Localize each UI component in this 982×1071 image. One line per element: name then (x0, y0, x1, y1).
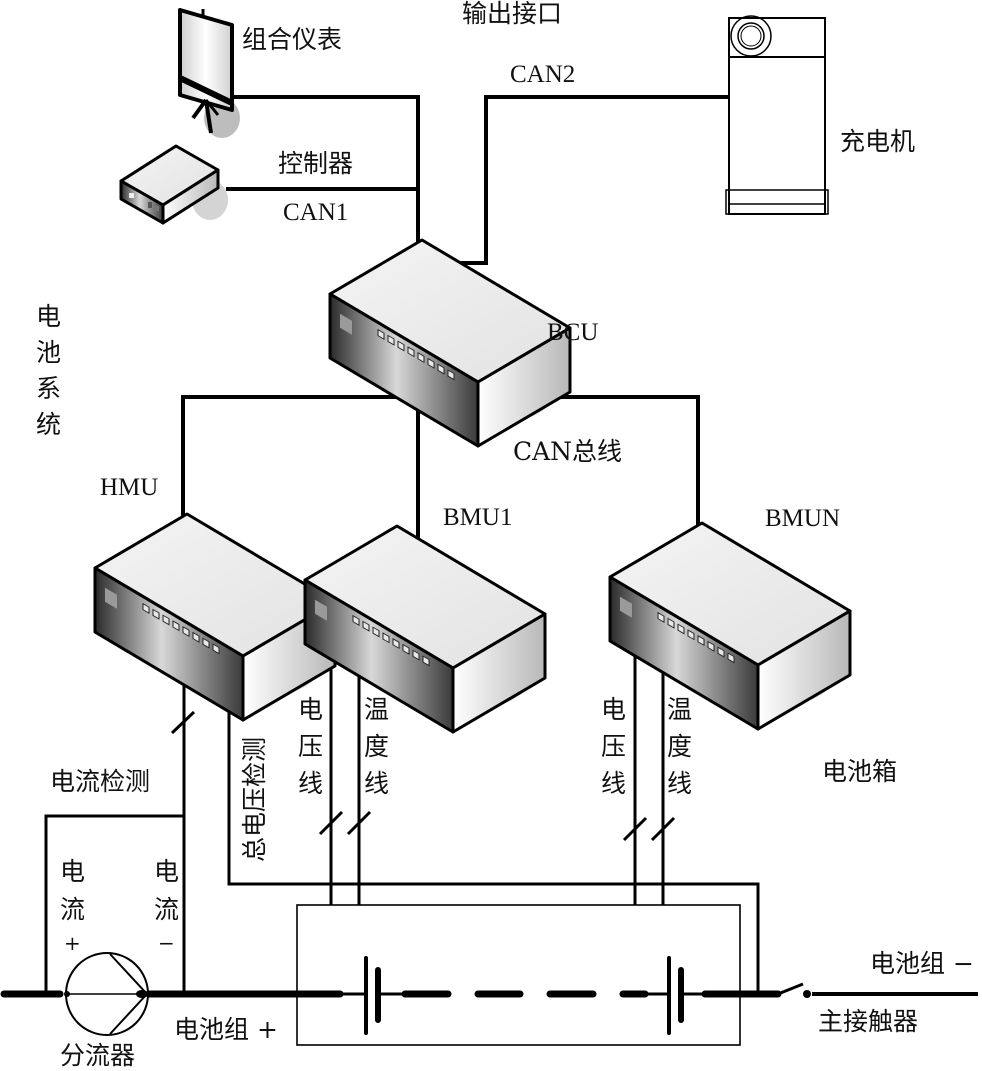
bus-slash-current (170, 710, 196, 735)
label-combo-meter: 组合仪表 (242, 25, 342, 54)
wires (0, 95, 978, 1046)
label-voltage-line-n: 电 压 线 (601, 695, 626, 798)
battery-cell-icon (364, 956, 381, 1035)
label-bmu1: BMU1 (443, 504, 512, 531)
svg-text:电: 电 (60, 857, 85, 886)
svg-text:电: 电 (36, 302, 61, 331)
battery-box-outline (296, 904, 741, 1046)
bmu1-module-icon (303, 524, 547, 734)
label-can1: CAN1 (283, 199, 348, 226)
shunt-icon (64, 952, 149, 1036)
label-charger: 充电机 (840, 127, 915, 156)
hmu-module-icon (93, 512, 337, 722)
label-temp-line-n: 温 度 线 (667, 695, 692, 798)
svg-text:线: 线 (364, 769, 389, 798)
svg-text:压: 压 (298, 732, 323, 761)
controller-icon (119, 144, 228, 225)
svg-text:度: 度 (364, 732, 389, 761)
contactor-switch-icon (775, 982, 811, 998)
wire-can-bmu1 (406, 397, 420, 550)
svg-text:电: 电 (601, 695, 626, 724)
label-voltage-line-1: 电 压 线 (298, 695, 323, 798)
label-shunt: 分流器 (60, 1041, 135, 1070)
svg-text:电: 电 (298, 695, 323, 724)
bcu-module-icon (328, 238, 572, 448)
svg-text:流: 流 (154, 895, 179, 924)
svg-text:池: 池 (36, 338, 61, 367)
svg-text:温: 温 (364, 695, 389, 724)
label-main-contactor: 主接触器 (818, 1007, 918, 1036)
wire-total-voltage (227, 686, 760, 994)
label-current-minus: 电 流 − (154, 857, 179, 955)
label-current-detect: 电流检测 (50, 767, 150, 796)
bus-slash (346, 810, 372, 836)
label-temp-line-1: 温 度 线 (364, 695, 389, 798)
label-pack-minus: 电池组 − (870, 949, 974, 978)
label-can-bus: CAN总线 (513, 437, 622, 466)
wire-meter-bcu (232, 95, 420, 262)
label-current-plus: 电 流 + (60, 857, 85, 955)
wire-charger-can2 (418, 95, 728, 265)
battery-cell-icon (667, 956, 684, 1035)
svg-text:流: 流 (60, 895, 85, 924)
charger-icon (725, 15, 829, 215)
svg-text:线: 线 (298, 769, 323, 798)
bmun-module-icon (608, 521, 852, 731)
bus-slash (622, 816, 648, 842)
svg-text:度: 度 (667, 732, 692, 761)
label-can2: CAN2 (510, 61, 575, 88)
svg-text:系: 系 (36, 374, 61, 403)
svg-text:电: 电 (154, 857, 179, 886)
svg-text:−: − (158, 931, 175, 955)
label-bmun: BMUN (765, 505, 840, 532)
svg-text:线: 线 (601, 769, 626, 798)
svg-text:压: 压 (601, 732, 626, 761)
label-battery-system: 电 池 系 统 (36, 302, 61, 439)
label-controller: 控制器 (278, 149, 353, 178)
svg-text:+: + (64, 931, 81, 955)
wire-current-plus (44, 814, 184, 994)
svg-text:统: 统 (36, 410, 61, 439)
svg-text:线: 线 (667, 769, 692, 798)
bus-slash (650, 816, 676, 842)
label-pack-plus: 电池组 + (174, 1015, 278, 1044)
combo-meter-icon (178, 8, 240, 138)
label-output-interface: 输出接口 (462, 0, 562, 28)
bus-slash (318, 810, 344, 836)
label-total-voltage-detect: 总电压检测 (240, 737, 269, 862)
svg-text:温: 温 (667, 695, 692, 724)
label-hmu: HMU (100, 474, 158, 501)
label-bcu: BCU (547, 319, 598, 346)
label-battery-box: 电池箱 (822, 757, 897, 786)
